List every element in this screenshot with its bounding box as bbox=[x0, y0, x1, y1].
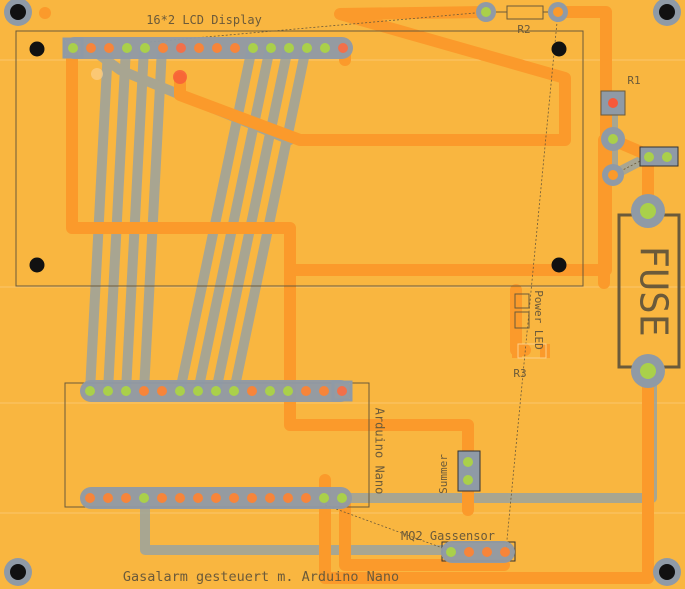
pad bbox=[211, 493, 221, 503]
pin1-marker bbox=[331, 380, 353, 402]
pad bbox=[283, 386, 293, 396]
pad bbox=[212, 43, 222, 53]
pad bbox=[211, 386, 221, 396]
pad bbox=[265, 493, 275, 503]
pad bbox=[248, 43, 258, 53]
board-title: Gasalarm gesteuert m. Arduino Nano bbox=[123, 569, 399, 585]
pad bbox=[337, 493, 347, 503]
pad bbox=[157, 386, 167, 396]
summer-label: Summer bbox=[437, 454, 450, 494]
power-led: Power LED bbox=[512, 290, 550, 359]
connector-2pin bbox=[639, 146, 679, 167]
power-led-label: Power LED bbox=[532, 290, 545, 350]
fuse-holder: FUSE bbox=[617, 194, 681, 388]
pad bbox=[193, 386, 203, 396]
pin1-marker bbox=[62, 37, 84, 59]
mounting-holes bbox=[4, 0, 681, 586]
pad bbox=[121, 493, 131, 503]
pad bbox=[446, 547, 456, 557]
pad bbox=[320, 43, 330, 53]
pad bbox=[266, 43, 276, 53]
pad bbox=[302, 43, 312, 53]
pad bbox=[122, 43, 132, 53]
nano-top-header bbox=[80, 380, 353, 402]
pad bbox=[193, 493, 203, 503]
arduino-label: Arduino Nano bbox=[373, 408, 387, 495]
pad bbox=[247, 386, 257, 396]
mq2-header-pads bbox=[441, 541, 515, 563]
pad bbox=[85, 493, 95, 503]
lcd-header-pads bbox=[62, 37, 353, 59]
pad bbox=[139, 493, 149, 503]
pad bbox=[338, 43, 348, 53]
pad bbox=[121, 386, 131, 396]
pad bbox=[194, 43, 204, 53]
pad bbox=[103, 493, 113, 503]
pad bbox=[175, 386, 185, 396]
resistor-r1 bbox=[600, 90, 626, 186]
r2-label: R2 bbox=[517, 23, 530, 36]
mq2-sensor bbox=[441, 541, 516, 563]
lcd-display bbox=[15, 30, 584, 287]
pad bbox=[139, 386, 149, 396]
mounting-hole-top-left bbox=[4, 0, 32, 26]
pad bbox=[337, 386, 347, 396]
pad bbox=[230, 43, 240, 53]
pad bbox=[284, 43, 294, 53]
pad bbox=[85, 386, 95, 396]
nano-bottom-header bbox=[80, 487, 352, 509]
r3-label: R3 bbox=[513, 367, 526, 380]
pad bbox=[265, 386, 275, 396]
pad bbox=[301, 493, 311, 503]
pad bbox=[157, 493, 167, 503]
mounting-hole-bottom-right bbox=[653, 558, 681, 586]
pad bbox=[86, 43, 96, 53]
arduino-nano bbox=[64, 380, 370, 509]
pad bbox=[319, 493, 329, 503]
pad bbox=[158, 43, 168, 53]
pad bbox=[482, 547, 492, 557]
pad bbox=[229, 493, 239, 503]
pad bbox=[104, 43, 114, 53]
pad bbox=[176, 43, 186, 53]
buzzer: Summer bbox=[437, 450, 481, 494]
lcd-label: 16*2 LCD Display bbox=[146, 13, 262, 27]
pad bbox=[319, 386, 329, 396]
pad bbox=[247, 493, 257, 503]
mounting-hole-bottom-left bbox=[4, 558, 32, 586]
pad bbox=[283, 493, 293, 503]
pad bbox=[68, 43, 78, 53]
header-strip bbox=[63, 37, 353, 59]
pad bbox=[140, 43, 150, 53]
pad bbox=[103, 386, 113, 396]
fuse-label: FUSE bbox=[632, 245, 676, 337]
sensor-label: MQ2 Gassensor bbox=[401, 529, 495, 543]
resistor-r2 bbox=[476, 2, 568, 22]
header-strip bbox=[441, 541, 515, 563]
pad bbox=[500, 547, 510, 557]
pad bbox=[229, 386, 239, 396]
pad bbox=[175, 493, 185, 503]
pad bbox=[301, 386, 311, 396]
pad bbox=[464, 547, 474, 557]
mounting-hole-top-right bbox=[653, 0, 681, 26]
r1-label: R1 bbox=[627, 74, 640, 87]
